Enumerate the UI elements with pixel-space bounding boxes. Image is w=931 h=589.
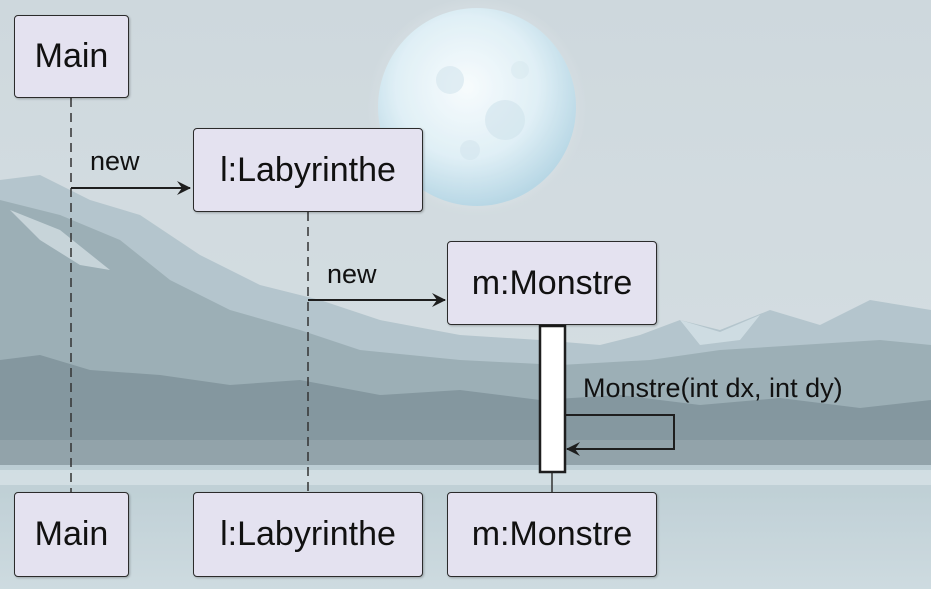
participant-monstre-top: m:Monstre [447, 241, 657, 325]
message-label-2: new [327, 259, 377, 289]
participant-monstre-bottom: m:Monstre [447, 492, 657, 577]
participant-label: m:Monstre [471, 263, 633, 302]
message-label-3: Monstre(int dx, int dy) [583, 373, 843, 403]
participant-label: l:Labyrinthe [220, 515, 396, 553]
participant-label: Main [34, 37, 109, 75]
participant-labyrinthe-bottom: l:Labyrinthe [193, 492, 423, 577]
participant-main-bottom: Main [14, 492, 129, 577]
participant-label: l:Labyrinthe [220, 150, 396, 189]
participant-label: Main [34, 515, 109, 553]
message-arrow-3 [565, 414, 675, 456]
participant-labyrinthe-top: l:Labyrinthe [193, 128, 423, 212]
message-label-1: new [90, 146, 140, 176]
activation-bar [538, 324, 567, 474]
participant-label: m:Monstre [471, 515, 633, 553]
participant-main-top: Main [14, 15, 129, 98]
